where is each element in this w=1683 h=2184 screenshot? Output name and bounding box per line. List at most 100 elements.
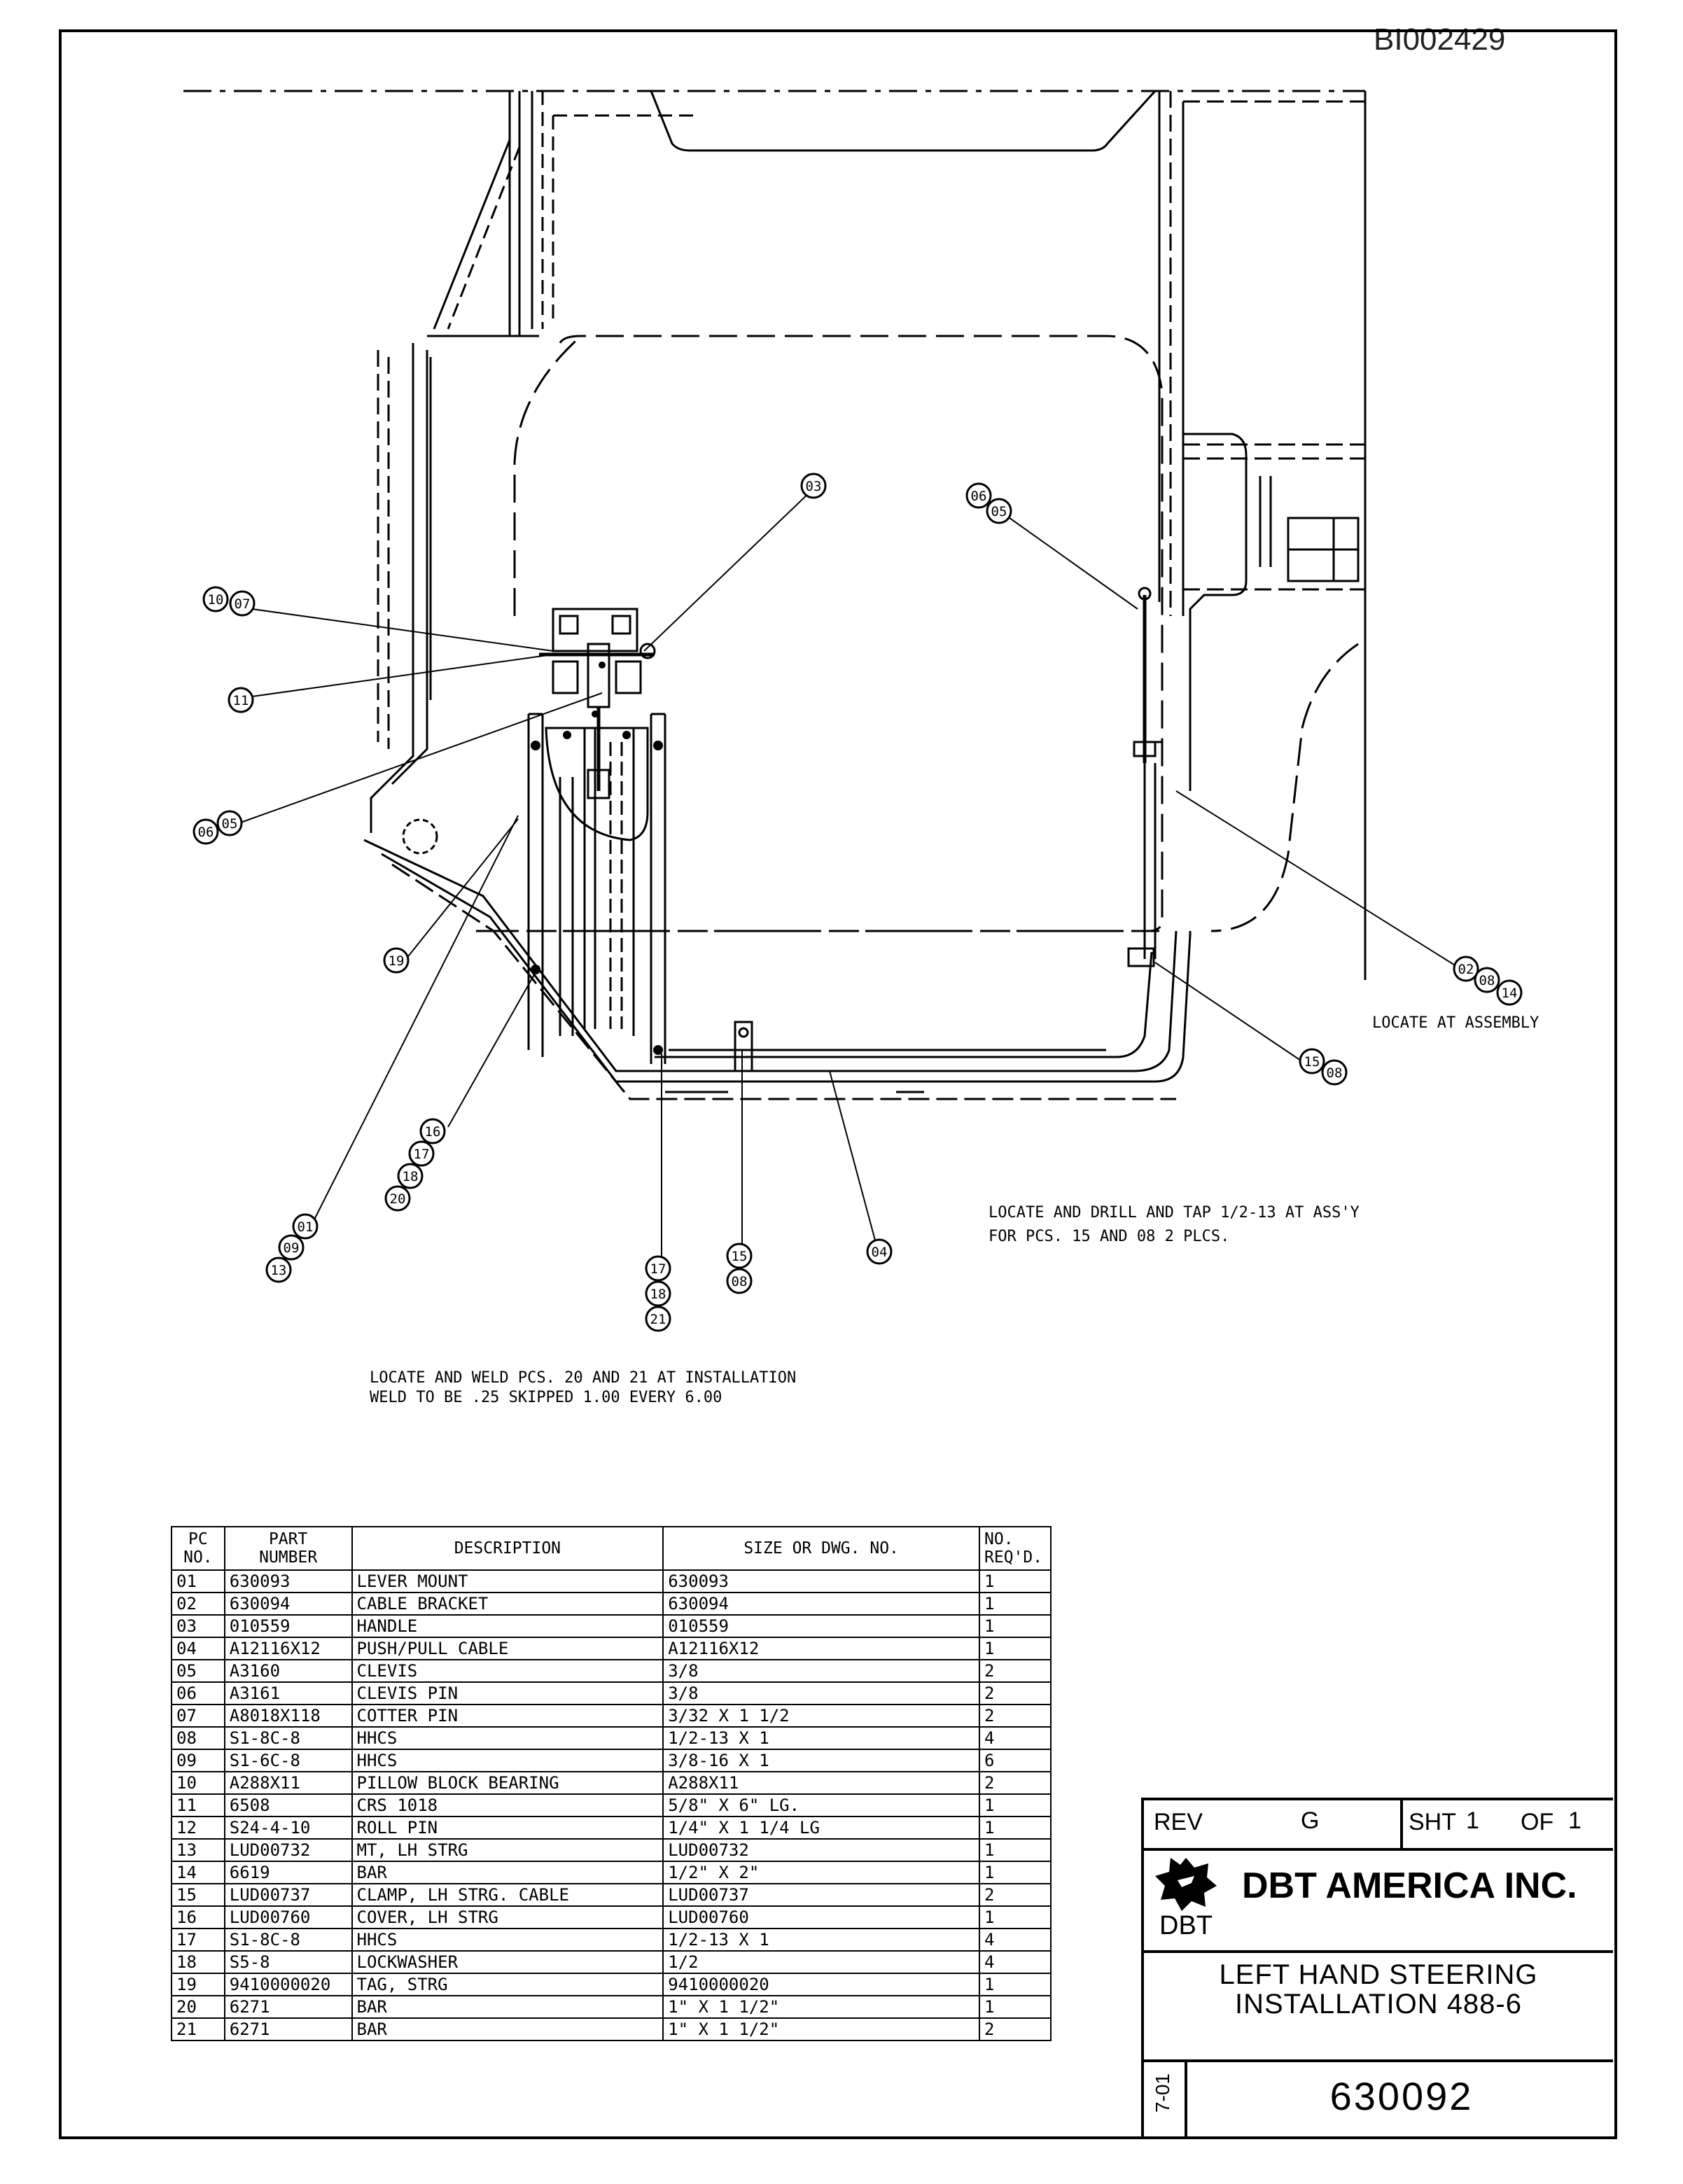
callout-balloon-b06b: 06 bbox=[193, 818, 219, 845]
balloon-label: 17 bbox=[650, 1261, 666, 1277]
cell-description: HHCS bbox=[351, 1749, 664, 1772]
sheet-border bbox=[59, 29, 1617, 2139]
callout-balloon-b02: 02 bbox=[1453, 955, 1479, 982]
cell-part-number: S1-8C-8 bbox=[223, 1928, 353, 1952]
balloon-label: 17 bbox=[414, 1147, 430, 1162]
balloon-label: 19 bbox=[389, 953, 405, 969]
cell-size: 010559 bbox=[662, 1614, 980, 1638]
cell-description: CRS 1018 bbox=[351, 1793, 664, 1817]
cell-description: BAR bbox=[351, 1861, 664, 1884]
cell-description: BAR bbox=[351, 2017, 664, 2041]
cell-part-number: 9410000020 bbox=[223, 1973, 353, 1996]
cell-size: 630094 bbox=[662, 1592, 980, 1616]
cell-size: 1" X 1 1/2" bbox=[662, 1995, 980, 2019]
cell-size: 9410000020 bbox=[662, 1973, 980, 1996]
cell-pc-no: 03 bbox=[171, 1614, 225, 1638]
cell-pc-no: 11 bbox=[171, 1793, 225, 1817]
cell-pc-no: 06 bbox=[171, 1681, 225, 1705]
callout-balloon-b05b: 05 bbox=[216, 810, 243, 836]
cell-size: A12116X12 bbox=[662, 1637, 980, 1660]
balloon-label: 05 bbox=[222, 816, 238, 832]
cell-pc-no: 09 bbox=[171, 1749, 225, 1772]
balloon-label: 03 bbox=[806, 479, 822, 494]
balloon-label: 21 bbox=[650, 1312, 666, 1327]
cell-description: TAG, STRG bbox=[351, 1973, 664, 1996]
cell-pc-no: 21 bbox=[171, 2017, 225, 2041]
cell-size: 5/8" X 6" LG. bbox=[662, 1793, 980, 1817]
balloon-label: 08 bbox=[732, 1274, 748, 1289]
callout-balloon-b17a: 17 bbox=[408, 1140, 435, 1167]
cell-size: 1/2 bbox=[662, 1950, 980, 1974]
cell-description: COTTER PIN bbox=[351, 1704, 664, 1728]
header-qty: NO.REQ'D. bbox=[979, 1526, 1052, 1571]
balloon-label: 10 bbox=[208, 592, 224, 608]
cell-qty: 1 bbox=[979, 1793, 1052, 1817]
note-weld-line2: WELD TO BE .25 SKIPPED 1.00 EVERY 6.00 bbox=[370, 1389, 722, 1406]
cell-description: HANDLE bbox=[351, 1614, 664, 1638]
cell-part-number: S1-6C-8 bbox=[223, 1749, 353, 1772]
cell-qty: 6 bbox=[979, 1749, 1052, 1772]
cell-qty: 4 bbox=[979, 1726, 1052, 1750]
cell-qty: 1 bbox=[979, 1592, 1052, 1616]
cell-pc-no: 05 bbox=[171, 1659, 225, 1683]
cell-pc-no: 19 bbox=[171, 1973, 225, 1996]
note-drill-line2: FOR PCS. 15 AND 08 2 PLCS. bbox=[989, 1228, 1230, 1245]
cell-pc-no: 12 bbox=[171, 1816, 225, 1840]
sheet-total: 1 bbox=[1568, 1807, 1581, 1834]
cell-part-number: S5-8 bbox=[223, 1950, 353, 1974]
callout-balloon-b16: 16 bbox=[419, 1118, 446, 1144]
cell-size: 3/8-16 X 1 bbox=[662, 1749, 980, 1772]
cell-part-number: S1-8C-8 bbox=[223, 1726, 353, 1750]
callout-balloon-b10: 10 bbox=[202, 586, 229, 612]
cell-qty: 2 bbox=[979, 1771, 1052, 1795]
cell-qty: 1 bbox=[979, 1838, 1052, 1862]
cell-part-number: A3160 bbox=[223, 1659, 353, 1683]
cell-pc-no: 20 bbox=[171, 1995, 225, 2019]
callout-balloon-b03: 03 bbox=[800, 472, 827, 499]
callout-balloon-b13: 13 bbox=[265, 1256, 292, 1283]
header-description: DESCRIPTION bbox=[351, 1526, 664, 1571]
balloon-label: 06 bbox=[971, 489, 987, 504]
callout-balloon-b08b: 08 bbox=[1321, 1059, 1348, 1086]
balloon-label: 02 bbox=[1458, 962, 1474, 977]
balloon-label: 08 bbox=[1327, 1065, 1343, 1081]
balloon-label: 07 bbox=[235, 596, 251, 612]
cell-part-number: 010559 bbox=[223, 1614, 353, 1638]
cell-size: 3/8 bbox=[662, 1659, 980, 1683]
cell-pc-no: 01 bbox=[171, 1569, 225, 1593]
cell-size: LUD00760 bbox=[662, 1905, 980, 1929]
sheet-number: 1 bbox=[1466, 1807, 1479, 1834]
balloon-label: 09 bbox=[284, 1240, 300, 1256]
logo-text: DBT bbox=[1159, 1911, 1213, 1940]
cell-qty: 1 bbox=[979, 1861, 1052, 1884]
cell-description: PILLOW BLOCK BEARING bbox=[351, 1771, 664, 1795]
callout-balloon-b07: 07 bbox=[229, 590, 256, 617]
cell-size: LUD00732 bbox=[662, 1838, 980, 1862]
cell-size: 1/2-13 X 1 bbox=[662, 1726, 980, 1750]
cell-size: 3/32 X 1 1/2 bbox=[662, 1704, 980, 1728]
leader-lines bbox=[230, 489, 1457, 1267]
callout-balloon-b06a: 06 bbox=[965, 482, 992, 509]
note-drill-line1: LOCATE AND DRILL AND TAP 1/2-13 AT ASS'Y bbox=[989, 1204, 1360, 1222]
cell-part-number: LUD00737 bbox=[223, 1883, 353, 1907]
rev-value: G bbox=[1301, 1807, 1320, 1834]
cell-qty: 1 bbox=[979, 1995, 1052, 2019]
cell-description: COVER, LH STRG bbox=[351, 1905, 664, 1929]
